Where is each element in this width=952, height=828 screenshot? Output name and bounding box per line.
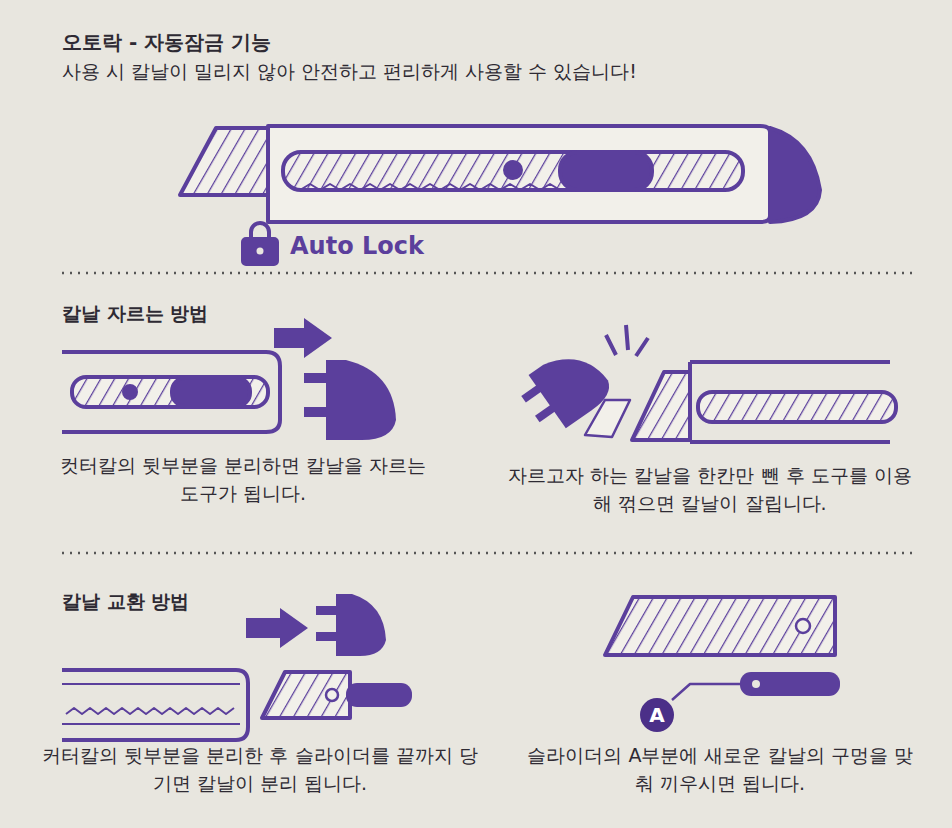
instruction-text: 컷터칼의 뒷부분을 분리하면 칼날을 자르는 도구가 됩니다. xyxy=(48,452,438,507)
callout-circle: A xyxy=(640,698,674,732)
feature-label: Auto Lock xyxy=(290,229,424,264)
section-title: 오토락 - 자동잠금 기능 xyxy=(62,28,271,57)
description: 사용 시 칼날이 밀리지 않아 안전하고 편리하게 사용할 수 있습니다! xyxy=(62,58,637,86)
section-heading: 칼날 교환 방법 xyxy=(62,588,189,616)
instruction-text: 슬라이더의 A부분에 새로운 칼날의 구멍을 맞춰 끼우시면 됩니다. xyxy=(525,742,915,797)
section-heading: 칼날 자르는 방법 xyxy=(62,300,208,328)
instruction-text: 커터칼의 뒷부분을 분리한 후 슬라이더를 끝까지 당기면 칼날이 분리 됩니다… xyxy=(40,742,480,797)
callout-letter: A xyxy=(649,703,664,727)
instruction-text: 자르고자 하는 칼날을 한칸만 뺀 후 도구를 이용해 꺾으면 칼날이 잘립니다… xyxy=(505,462,915,517)
